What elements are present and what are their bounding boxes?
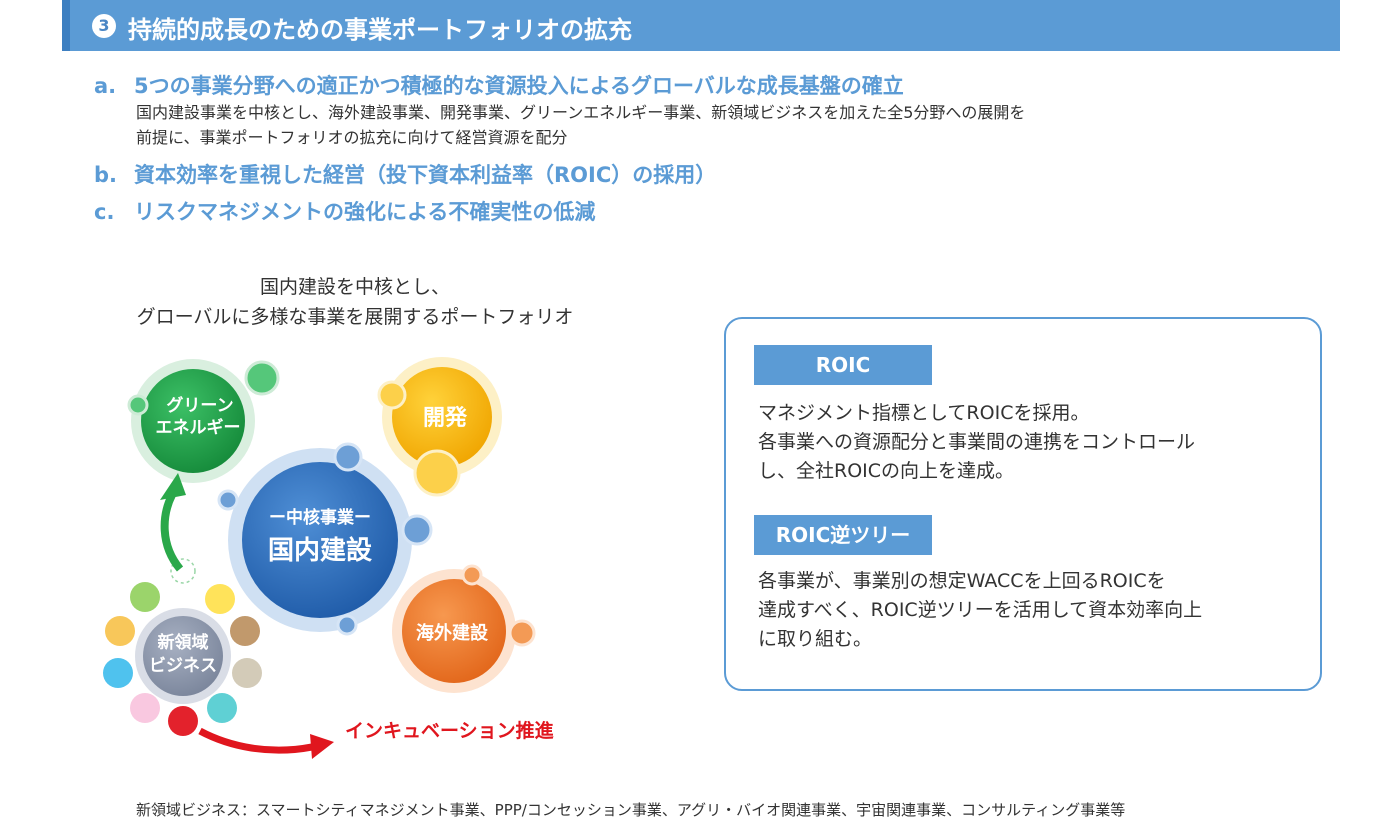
item-b-title: 資本効率を重視した経営（投下資本利益率（ROIC）の採用） <box>134 163 717 187</box>
new-business-label-line2: ビジネス <box>149 656 217 676</box>
dev-label: 開発 <box>423 406 468 431</box>
item-a-desc-line1: 国内建設事業を中核とし、海外建設事業、開発事業、グリーンエネルギー事業、新領域ビ… <box>136 103 1026 122</box>
core-bubble <box>217 489 239 511</box>
new-business-dot <box>232 658 262 688</box>
new-business-dot <box>205 584 235 614</box>
roic-tree-text-line: 各事業が、事業別の想定WACCを上回るROICを <box>758 570 1166 592</box>
incubation-label: インキュベーション推進 <box>345 719 554 742</box>
caption-line2: グローバルに多様な事業を展開するポートフォリオ <box>136 306 574 328</box>
item-a: a. 5つの事業分野への適正かつ積極的な資源投入によるグローバルな成長基盤の確立 <box>94 70 904 100</box>
new-business-dot <box>105 616 135 646</box>
red-arrow <box>198 727 313 754</box>
new-business-label-line1: 新領域 <box>158 632 209 653</box>
red-arrow-head <box>310 734 334 759</box>
green-label-line2: エネルギー <box>156 418 241 438</box>
roic-text-line: し、全社ROICの向上を達成。 <box>758 460 1015 482</box>
new-business-dot <box>170 558 196 584</box>
core-sub-label: ー中核事業ー <box>269 507 371 528</box>
item-a-letter: a. <box>94 74 117 98</box>
green-energy-circle <box>141 369 245 473</box>
roic-tree-text-line: に取り組む。 <box>758 628 873 650</box>
item-a-title: 5つの事業分野への適正かつ積極的な資源投入によるグローバルな成長基盤の確立 <box>134 74 904 98</box>
core-bubble <box>333 442 363 472</box>
dev-bubble <box>413 449 461 497</box>
new-business-circle <box>143 616 223 696</box>
roic-label: ROIC <box>754 345 932 385</box>
new-business-dot <box>130 693 160 723</box>
development-circle <box>392 367 492 467</box>
new-business-dot <box>103 658 133 688</box>
dev-bubble <box>377 380 407 410</box>
item-b-letter: b. <box>94 163 118 187</box>
section-header: 3 持続的成長のための事業ポートフォリオの拡充 <box>62 0 1340 51</box>
overseas-bubble <box>508 619 536 647</box>
item-c-title: リスクマネジメントの強化による不確実性の低減 <box>134 200 596 224</box>
green-arrow-head <box>160 473 186 500</box>
core-business-circle <box>242 462 398 618</box>
overseas-construction-circle <box>402 579 506 683</box>
item-c: c. リスクマネジメントの強化による不確実性の低減 <box>94 196 595 226</box>
new-business-dot <box>207 693 237 723</box>
caption-line1: 国内建設を中核とし、 <box>259 276 450 298</box>
new-business-dot <box>230 616 260 646</box>
item-b: b. 資本効率を重視した経営（投下資本利益率（ROIC）の採用） <box>94 159 716 189</box>
core-main-label: 国内建設 <box>268 535 373 566</box>
section-title: 持続的成長のための事業ポートフォリオの拡充 <box>128 16 632 44</box>
green-arrow <box>160 493 184 572</box>
portfolio-diagram: ー中核事業ー 国内建設 グリーン エネルギー 開発 海外建設 新領域 ビジネス … <box>103 357 554 759</box>
portfolio-caption: 国内建設を中核とし、 グローバルに多様な事業を展開するポートフォリオ <box>80 272 630 332</box>
section-number-badge: 3 <box>92 14 116 38</box>
footnote: 新領域ビジネス：スマートシティマネジメント事業、PPP/コンセッション事業、アグ… <box>136 801 1126 819</box>
core-bubble <box>401 514 433 546</box>
roic-description: マネジメント指標としてROICを採用。 各事業への資源配分と事業間の連携をコント… <box>758 399 1298 486</box>
green-bubble <box>127 394 149 416</box>
item-a-desc-line2: 前提に、事業ポートフォリオの拡充に向けて経営資源を配分 <box>136 128 568 147</box>
green-bubble <box>244 360 280 396</box>
green-label-line1: グリーン <box>166 395 233 416</box>
roic-text-line: マネジメント指標としてROICを採用。 <box>758 402 1090 424</box>
core-bubble <box>336 614 358 636</box>
new-business-dot <box>168 706 198 736</box>
roic-tree-label: ROIC逆ツリー <box>754 515 932 555</box>
item-c-letter: c. <box>94 200 115 224</box>
roic-panel: ROIC マネジメント指標としてROICを採用。 各事業への資源配分と事業間の連… <box>724 317 1322 691</box>
overseas-bubble <box>461 564 483 586</box>
overseas-label: 海外建設 <box>416 622 489 644</box>
roic-text-line: 各事業への資源配分と事業間の連携をコントロール <box>758 431 1196 453</box>
roic-tree-text-line: 達成すべく、ROIC逆ツリーを活用して資本効率向上 <box>758 599 1203 621</box>
new-business-dot <box>130 582 160 612</box>
roic-tree-description: 各事業が、事業別の想定WACCを上回るROICを 達成すべく、ROIC逆ツリーを… <box>758 567 1298 654</box>
item-a-description: 国内建設事業を中核とし、海外建設事業、開発事業、グリーンエネルギー事業、新領域ビ… <box>136 100 1316 150</box>
